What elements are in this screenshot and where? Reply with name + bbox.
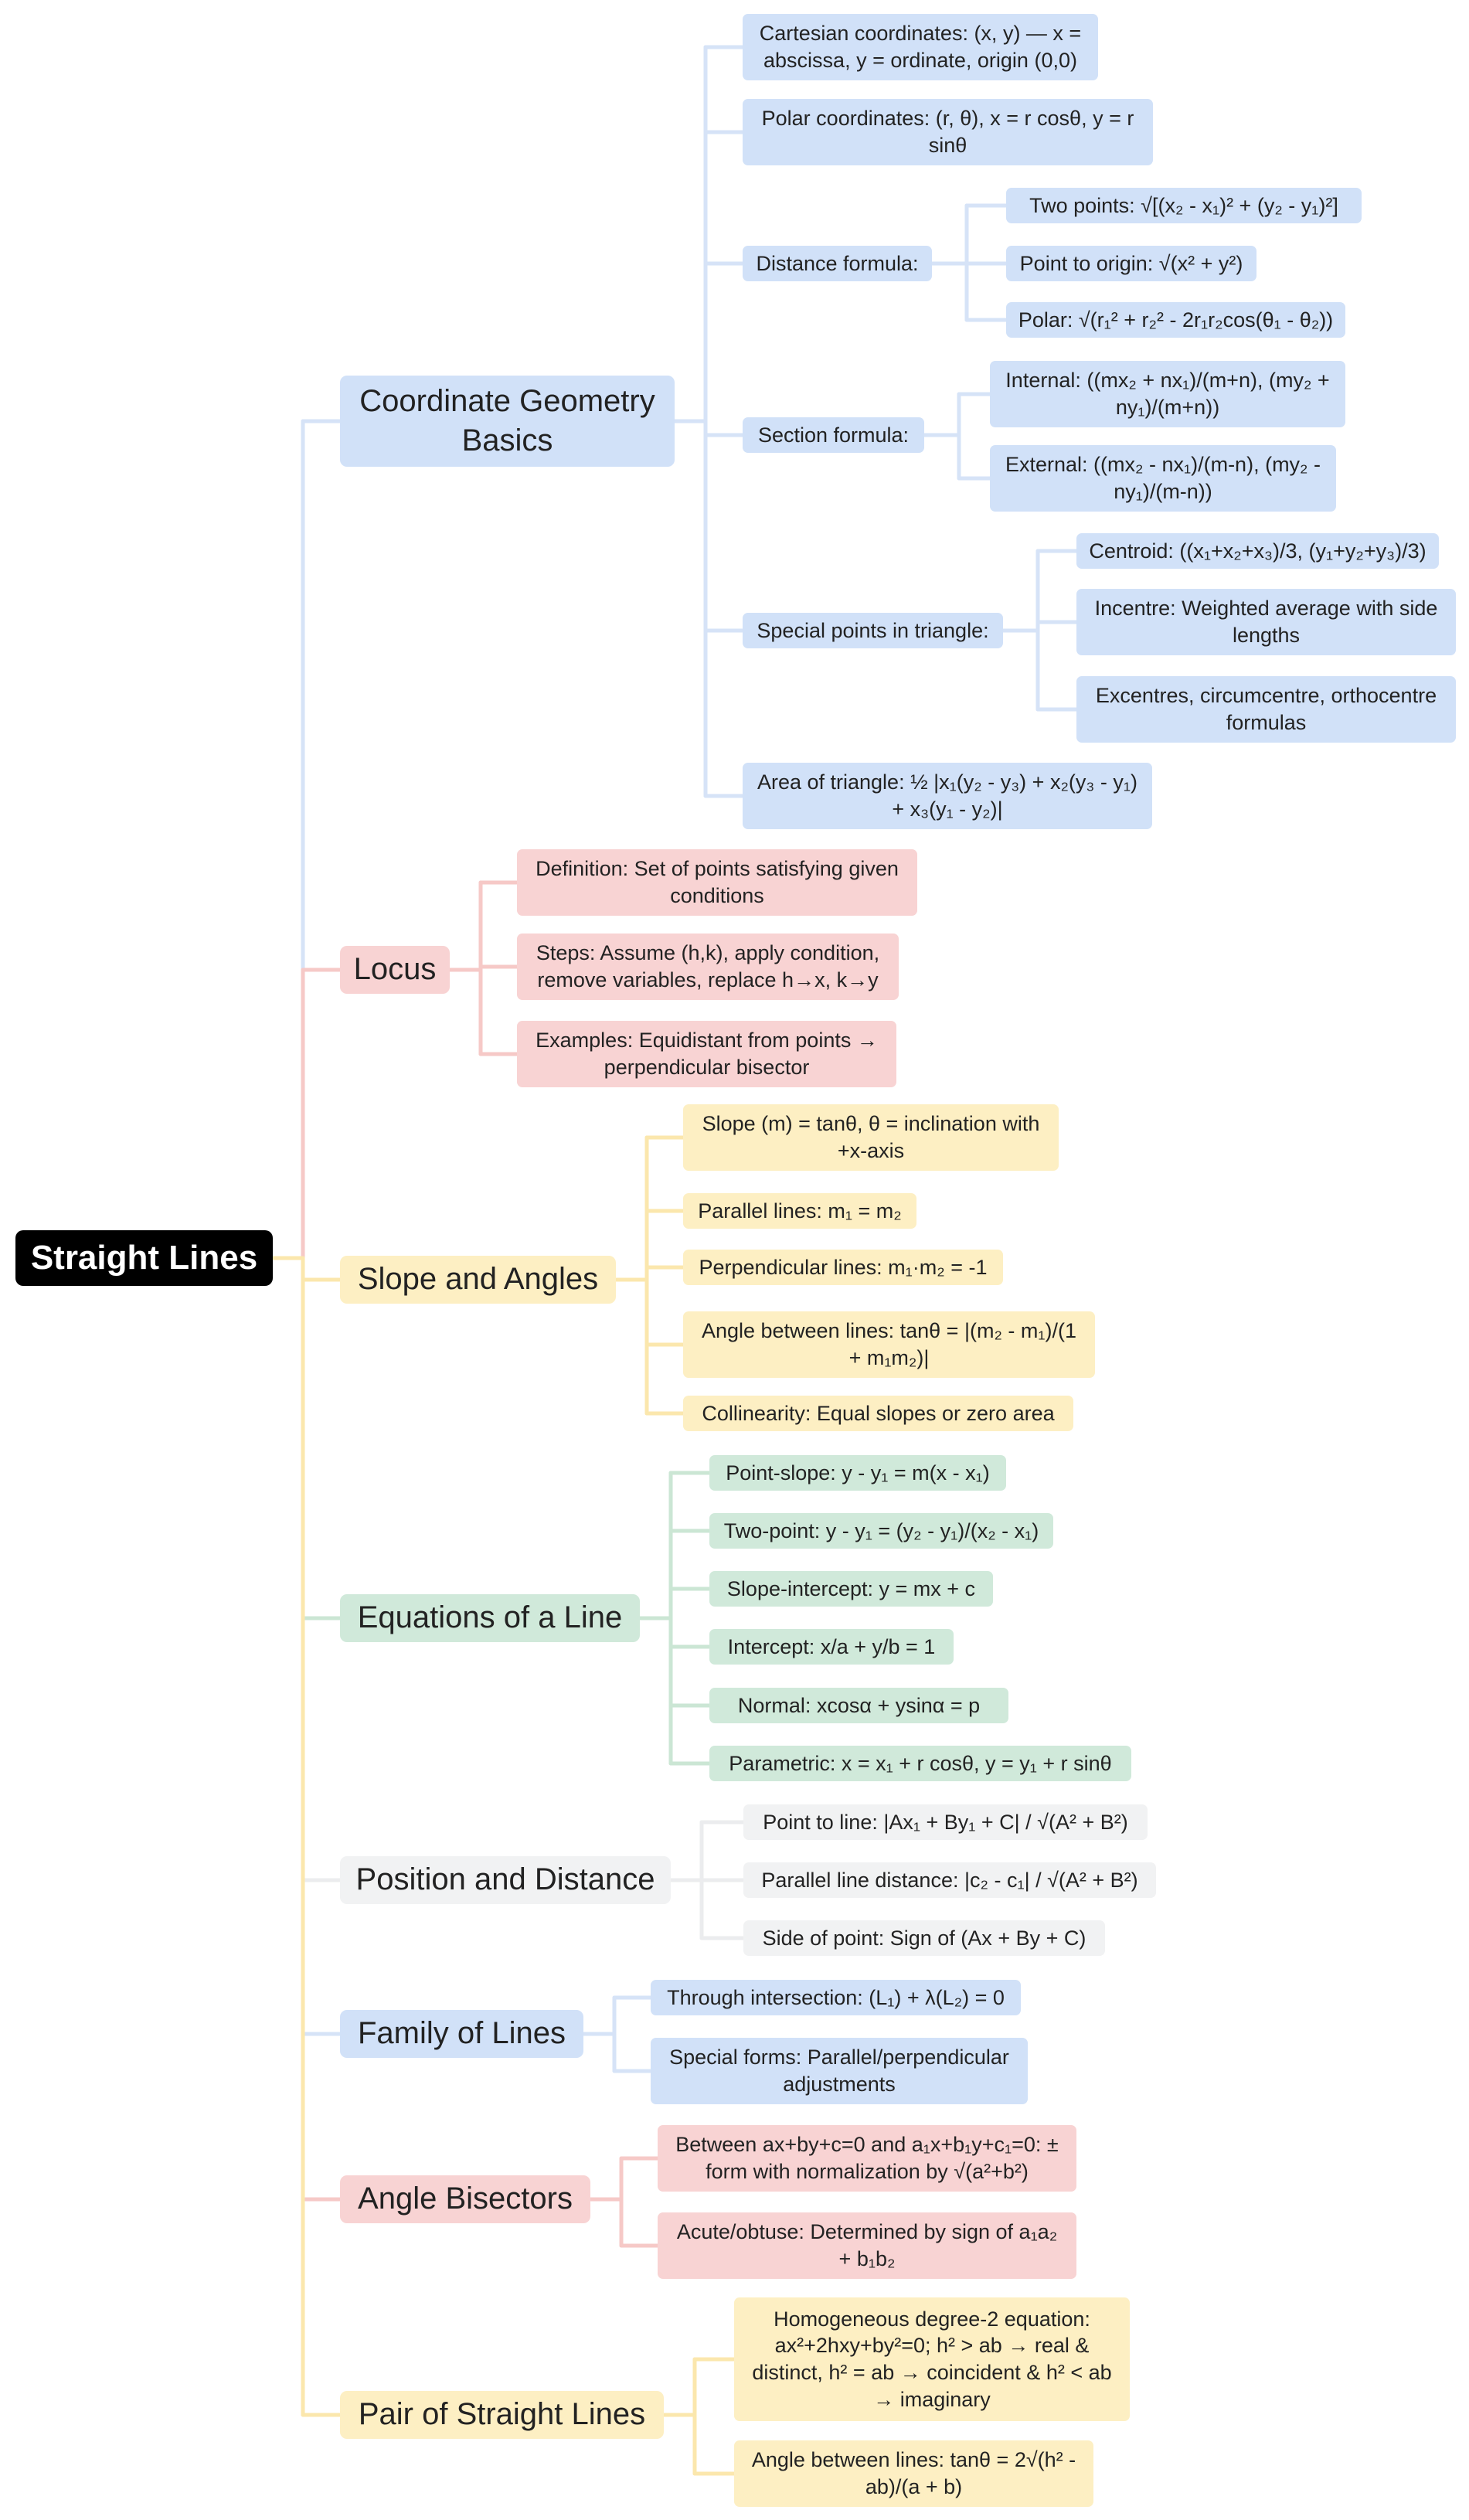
node-centroid-x-x-x-3-y-y-y-3: Centroid: ((x₁+x₂+x₃)/3, (y₁+y₂+y₃)/3) bbox=[1076, 533, 1439, 569]
node-incentre-weighted-average-with-side-leng: Incentre: Weighted average with side len… bbox=[1076, 589, 1456, 655]
branch-family-of-lines: Family of Lines bbox=[340, 2010, 583, 2058]
node-external-mx-nx-m-n-my-ny-m-n: External: ((mx₂ - nx₁)/(m-n), (my₂ - ny₁… bbox=[990, 445, 1336, 512]
node-special-forms-parallel-perpendicular-adj: Special forms: Parallel/perpendicular ad… bbox=[651, 2038, 1028, 2104]
branch-position-and-distance: Position and Distance bbox=[340, 1856, 671, 1904]
node-parametric-x-x-r-cos-y-y-r-sin: Parametric: x = x₁ + r cosθ, y = y₁ + r … bbox=[709, 1746, 1131, 1781]
node-parallel-lines-m-m: Parallel lines: m₁ = m₂ bbox=[683, 1193, 916, 1229]
node-collinearity-equal-slopes-or-zero-area: Collinearity: Equal slopes or zero area bbox=[683, 1396, 1073, 1431]
node-point-to-line-ax-by-c-a-b: Point to line: |Ax₁ + By₁ + C| / √(A² + … bbox=[743, 1804, 1148, 1840]
branch-equations-of-a-line: Equations of a Line bbox=[340, 1594, 640, 1642]
node-excentres-circumcentre-orthocentre-formu: Excentres, circumcentre, orthocentre for… bbox=[1076, 676, 1456, 743]
node-polar-r-r-2r-r-cos: Polar: √(r₁² + r₂² - 2r₁r₂cos(θ₁ - θ₂)) bbox=[1006, 302, 1345, 338]
node-slope-intercept-y-mx-c: Slope-intercept: y = mx + c bbox=[709, 1571, 993, 1607]
node-angle-between-lines-tan-2-h-ab-a-b: Angle between lines: tanθ = 2√(h² - ab)/… bbox=[734, 2440, 1093, 2507]
node-section-formula: Section formula: bbox=[743, 417, 924, 453]
node-side-of-point-sign-of-ax-by-c: Side of point: Sign of (Ax + By + C) bbox=[743, 1920, 1105, 1956]
node-cartesian-coordinates-x-y-x-abscissa-y-o: Cartesian coordinates: (x, y) — x = absc… bbox=[743, 14, 1098, 80]
node-normal-xcos-ysin-p: Normal: xcosα + ysinα = p bbox=[709, 1688, 1008, 1723]
node-distance-formula: Distance formula: bbox=[743, 246, 932, 281]
node-definition-set-of-points-satisfying-give: Definition: Set of points satisfying giv… bbox=[517, 849, 917, 916]
branch-locus: Locus bbox=[340, 946, 450, 994]
node-examples-equidistant-from-points-perpend: Examples: Equidistant from points → perp… bbox=[517, 1021, 896, 1087]
branch-pair-of-straight-lines: Pair of Straight Lines bbox=[340, 2391, 664, 2439]
root-node: Straight Lines bbox=[15, 1230, 273, 1286]
node-area-of-triangle-x-y-y-x-y-y-x-y-y: Area of triangle: ½ |x₁(y₂ - y₃) + x₂(y₃… bbox=[743, 763, 1152, 829]
node-intercept-x-a-y-b-1: Intercept: x/a + y/b = 1 bbox=[709, 1629, 954, 1665]
node-special-points-in-triangle: Special points in triangle: bbox=[743, 613, 1003, 648]
branch-coordinate-geometry-basics: Coordinate Geometry Basics bbox=[340, 376, 675, 467]
node-angle-between-lines-tan-m-m-1-m-m: Angle between lines: tanθ = |(m₂ - m₁)/(… bbox=[683, 1311, 1095, 1378]
node-parallel-line-distance-c-c-a-b: Parallel line distance: |c₂ - c₁| / √(A²… bbox=[743, 1862, 1156, 1898]
node-between-ax-by-c-0-and-a-x-b-y-c-0-form-w: Between ax+by+c=0 and a₁x+b₁y+c₁=0: ± fo… bbox=[658, 2125, 1076, 2192]
node-acute-obtuse-determined-by-sign-of-a-a-b: Acute/obtuse: Determined by sign of a₁a₂… bbox=[658, 2212, 1076, 2279]
branch-slope-and-angles: Slope and Angles bbox=[340, 1256, 616, 1304]
branch-angle-bisectors: Angle Bisectors bbox=[340, 2175, 590, 2223]
node-two-point-y-y-y-y-x-x: Two-point: y - y₁ = (y₂ - y₁)/(x₂ - x₁) bbox=[709, 1513, 1053, 1549]
node-two-points-x-x-y-y: Two points: √[(x₂ - x₁)² + (y₂ - y₁)²] bbox=[1006, 188, 1362, 223]
node-perpendicular-lines-m-m-1: Perpendicular lines: m₁·m₂ = -1 bbox=[683, 1250, 1003, 1285]
node-slope-m-tan-inclination-with-x-axis: Slope (m) = tanθ, θ = inclination with +… bbox=[683, 1104, 1059, 1171]
node-through-intersection-l-l-0: Through intersection: (L₁) + λ(L₂) = 0 bbox=[651, 1980, 1021, 2015]
node-point-slope-y-y-m-x-x: Point-slope: y - y₁ = m(x - x₁) bbox=[709, 1455, 1006, 1491]
node-internal-mx-nx-m-n-my-ny-m-n: Internal: ((mx₂ + nx₁)/(m+n), (my₂ + ny₁… bbox=[990, 361, 1345, 427]
node-polar-coordinates-r-x-r-cos-y-r-sin: Polar coordinates: (r, θ), x = r cosθ, y… bbox=[743, 99, 1153, 165]
node-homogeneous-degree-2-equation-ax-2hxy-by: Homogeneous degree-2 equation: ax²+2hxy+… bbox=[734, 2297, 1130, 2421]
node-point-to-origin-x-y: Point to origin: √(x² + y²) bbox=[1006, 246, 1256, 281]
node-steps-assume-h-k-apply-condition-remove-: Steps: Assume (h,k), apply condition, re… bbox=[517, 934, 899, 1000]
